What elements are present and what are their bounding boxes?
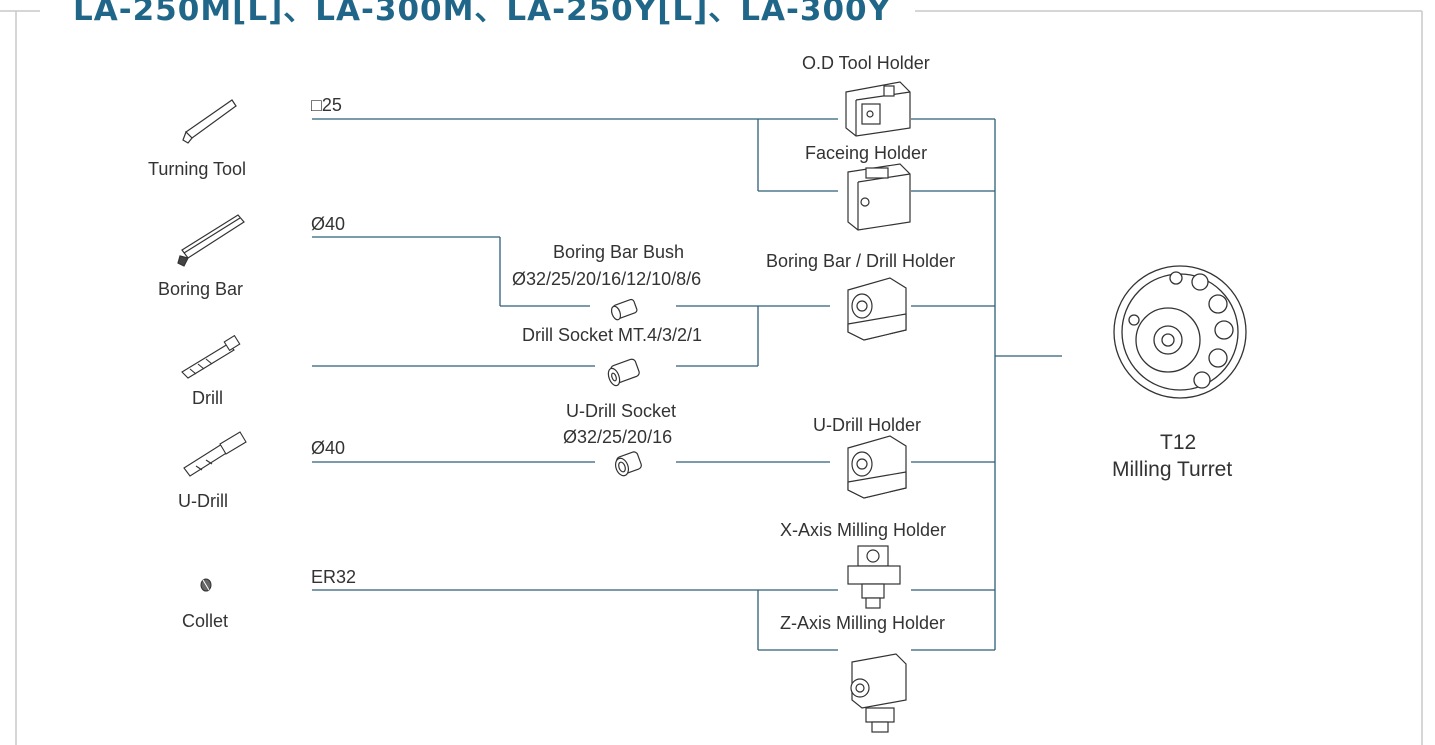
connector-lines [312,119,1062,650]
od-tool-holder-icon [846,82,910,136]
drill-icon [182,336,240,378]
boring-bar-bush-icon [610,299,638,321]
facing-holder-icon [848,164,910,230]
od-tool-holder-label: O.D Tool Holder [802,53,930,74]
facing-holder-label: Faceing Holder [805,143,927,164]
u-drill-label: U-Drill [178,491,228,512]
z-axis-milling-holder-label: Z-Axis Milling Holder [780,613,945,634]
turning-tool-label: Turning Tool [148,159,246,180]
drill-socket-icon [606,358,640,387]
boring-bar-icon [178,215,244,266]
boring-bar-bush-sizes: Ø32/25/20/16/12/10/8/6 [512,269,701,290]
turret-name-label: Milling Turret [1112,456,1232,483]
u-drill-holder-label: U-Drill Holder [813,415,921,436]
drill-label: Drill [192,388,223,409]
turning-tool-icon [183,100,236,143]
u-drill-icon [184,432,246,476]
size-er32: ER32 [311,567,356,588]
turret-model-label: T12 [1160,429,1196,456]
collet-icon [201,579,211,591]
x-axis-milling-holder-icon [848,546,900,608]
u-drill-socket-label: U-Drill Socket [566,401,676,422]
size-d40-boring: Ø40 [311,214,345,235]
boring-bar-bush-label: Boring Bar Bush [553,242,684,263]
page-title: LA-250M[L]、LA-300M、LA-250Y[L]、LA-300Y [73,0,891,29]
u-drill-holder-icon [848,436,906,498]
z-axis-milling-holder-icon [851,654,906,732]
boring-bar-label: Boring Bar [158,279,243,300]
boring-drill-holder-icon [848,278,906,340]
boring-drill-holder-label: Boring Bar / Drill Holder [766,251,955,272]
collet-label: Collet [182,611,228,632]
size-square-25: □25 [311,95,342,116]
size-d40-udrill: Ø40 [311,438,345,459]
u-drill-socket-icon [613,451,642,478]
milling-turret-icon [1114,266,1246,398]
drill-socket-label: Drill Socket MT.4/3/2/1 [522,325,702,346]
x-axis-milling-holder-label: X-Axis Milling Holder [780,520,946,541]
u-drill-socket-sizes: Ø32/25/20/16 [563,427,672,448]
